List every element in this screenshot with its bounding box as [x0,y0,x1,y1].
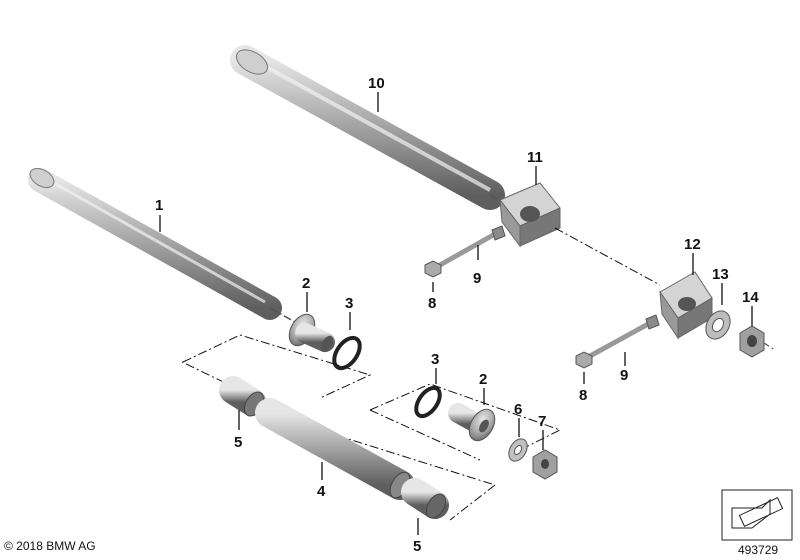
part-1-axle [28,168,296,323]
callout-8-upper: 8 [428,295,436,312]
document-number: 493729 [738,543,779,557]
callout-5-lower: 5 [413,538,421,555]
callout-3-upper: 3 [345,295,353,312]
callout-4: 4 [317,483,326,500]
callout-3-lower: 3 [431,351,439,368]
part-6-washer [508,438,528,462]
orientation-arrow-icon [721,489,793,541]
callout-6: 6 [514,401,522,418]
callout-2-lower: 2 [479,371,487,388]
copyright-text: © 2018 BMW AG [4,539,96,553]
callout-1: 1 [155,197,163,214]
part-2-bushing-upper [288,313,335,353]
callout-8-lower: 8 [579,387,587,404]
part-14-nut [739,325,776,358]
part-10-axle [230,45,506,210]
part-7-nut [532,449,558,480]
part-8-nut-upper [424,260,442,278]
callout-10: 10 [368,75,385,92]
part-2-bushing-lower [448,403,496,442]
callout-13: 13 [712,266,729,283]
part-8-nut-lower [575,351,593,369]
callout-9-lower: 9 [620,367,628,384]
part-12-bracket [659,271,713,340]
callout-5-left: 5 [234,434,242,451]
part-3-oring-upper [332,335,362,371]
part-11-bracket [499,182,561,248]
leader-lines [159,92,753,535]
callout-11: 11 [527,149,543,166]
callout-14: 14 [742,289,759,306]
callout-9-upper: 9 [473,270,481,287]
part-9-bolt-upper [437,225,506,268]
part-4-spacer-tube [255,398,415,500]
callout-12: 12 [684,236,701,253]
part-5-bushing-lower [401,478,449,519]
part-3-oring-lower [414,385,442,419]
callout-7: 7 [538,413,546,430]
part-13-washer [705,310,731,340]
part-9-bolt-lower [587,314,660,359]
callout-2-upper: 2 [302,275,310,292]
